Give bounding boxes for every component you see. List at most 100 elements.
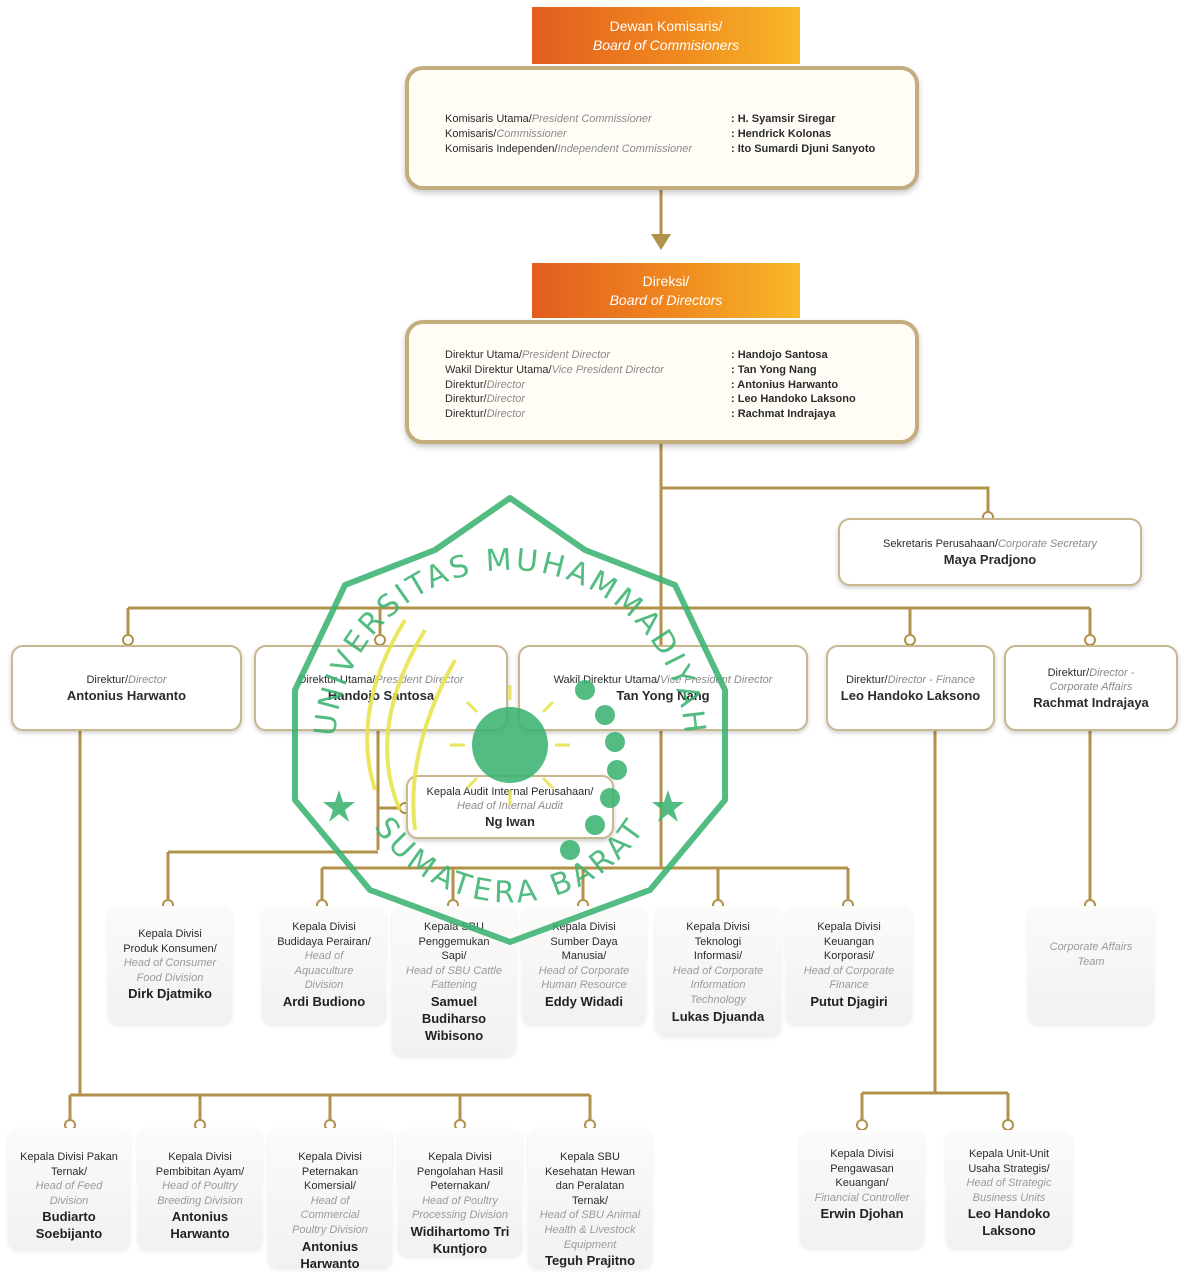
card-title-line: Kesehatan Hewan [545, 1165, 635, 1178]
card-name-line: Leo Handoko [967, 1206, 1051, 1222]
card-english-line: Head of Strategic [966, 1177, 1052, 1190]
card-english-line: Financial Controller [814, 1191, 910, 1204]
card-english-line: Poultry Division [292, 1223, 368, 1236]
card-title-line: Kepala Divisi [686, 921, 750, 933]
card-title-line: Pembibitan Ayam/ [155, 1165, 245, 1178]
card-name-line: Eddy Widadi [545, 993, 623, 1009]
commissioners-header-en: Board of Commisioners [592, 36, 740, 53]
card-english-line: Food Division [136, 971, 204, 984]
card-title-line: Kepala Divisi [168, 1151, 232, 1163]
card-english-line: Equipment [563, 1238, 617, 1251]
card-english-line: Human Resource [541, 979, 627, 992]
director-name: Antonius Harwanto [66, 687, 187, 703]
card-name-line: Laksono [982, 1223, 1036, 1239]
board-row-name: : Rachmat Indrajaya [731, 408, 836, 421]
board-row-role: Komisaris/Commissioner [445, 128, 567, 140]
card-title-line: Budidaya Perairan/ [277, 935, 371, 948]
card-english-line: Corporate Affairs [1049, 941, 1133, 953]
card-name-line: Ardi Budiono [282, 993, 366, 1009]
card-english-line: Aquaculture [294, 964, 354, 977]
board-row-role: Komisaris Independen/Independent Commiss… [445, 143, 693, 155]
card-title-line: Kepala Unit-Unit [968, 1148, 1050, 1160]
directors-header-en: Board of Directors [609, 291, 723, 308]
card-english-line: Technology [690, 993, 746, 1006]
card-title-line: Kepala Divisi [138, 928, 202, 940]
card-english-line: Division [49, 1194, 89, 1207]
card-english-line: Head of SBU Animal [539, 1209, 641, 1222]
card-title-line: Kepala SBU [560, 1151, 620, 1163]
director-name: Leo Handoko Laksono [840, 687, 981, 703]
director-name: Rachmat Indrajaya [1033, 694, 1149, 710]
directors-header: Direksi/ Board of Directors [532, 263, 800, 318]
card-title-line: Pengawasan [830, 1162, 894, 1175]
card-english-line: Head of [304, 950, 344, 963]
card-title-line: Pengolahan Hasil [416, 1165, 504, 1178]
card-english-line: Breeding Division [157, 1194, 243, 1207]
director-role-line2: Corporate Affairs [1049, 680, 1133, 693]
card-english-line: Head of Corporate [672, 964, 764, 977]
card-english-line: Head of Corporate [803, 964, 895, 977]
card-name-line: Soebijanto [35, 1226, 103, 1242]
directors-board: Direktur Utama/President Director: Hando… [405, 320, 919, 444]
card-name-line: Lukas Djuanda [671, 1008, 765, 1024]
board-row-role: Komisaris Utama/President Commissioner [445, 113, 652, 125]
card-title-line: Kepala Divisi [817, 921, 881, 933]
svg-text:SUMATERA BARAT: SUMATERA BARAT [367, 811, 653, 911]
card-title-line: Penggemukan [418, 935, 490, 948]
card-english-line: Commercial [300, 1209, 360, 1222]
internal-audit-role-en: Head of Internal Audit [457, 799, 563, 812]
card-title-line: Komersial/ [304, 1180, 356, 1193]
corporate-secretary-name: Maya Pradjono [943, 551, 1037, 567]
card-english-line: Head of SBU Cattle [406, 964, 502, 977]
director-box-finance: Direktur/Director - Finance Leo Handoko … [826, 645, 995, 731]
internal-audit-name: Ng Iwan [485, 813, 535, 829]
board-row-name: : Handojo Santosa [731, 349, 828, 361]
corporate-secretary-role: Sekretaris Perusahaan/Corporate Secretar… [883, 537, 1097, 550]
card-english-line: Head of Consumer [123, 957, 217, 970]
card-name-line: Teguh Prajitno [544, 1253, 636, 1269]
card-title-line: Kepala Divisi [298, 1151, 362, 1163]
card-title-line: Kepala Divisi [428, 1151, 492, 1163]
commissioners-header: Dewan Komisaris/ Board of Commisioners [532, 7, 800, 64]
university-stamp-watermark: UNIVERSITAS MUHAMMADIYAH SUMATERA BARAT [292, 495, 728, 945]
card-name-line: Antonius [171, 1209, 229, 1225]
card-title-line: Teknologi [694, 935, 742, 948]
director-name: Tan Yong Nang [616, 687, 710, 703]
card-name-line: Harwanto [300, 1255, 360, 1271]
card-name-line: Samuel [430, 993, 478, 1009]
card-title-line: Kepala Divisi [552, 921, 616, 933]
card-name-line: Erwin Djohan [820, 1206, 904, 1222]
card-english-line: Head of Feed [35, 1180, 103, 1193]
card-title-line: Keuangan [823, 935, 875, 948]
card-title-line: Keuangan/ [835, 1177, 889, 1190]
card-name-line: Budiarto [42, 1209, 96, 1225]
card-title-line: Manusia/ [561, 950, 607, 963]
board-row-role: Direktur/Director [445, 393, 526, 406]
down-arrow-icon [651, 234, 671, 250]
card-title-line: Kepala Divisi [292, 921, 356, 933]
card-english-line: Finance [829, 979, 869, 992]
card-title-line: Informasi/ [693, 950, 743, 963]
card-english-line: Fattening [431, 979, 477, 992]
director-box-vice-president: Wakil Direktur Utama/Vice President Dire… [518, 645, 808, 731]
card-name-line: Wibisono [424, 1027, 484, 1043]
card-title-line: Produk Konsumen/ [123, 942, 217, 955]
board-row-role: Direktur/Director [445, 378, 526, 391]
card-english-line: Information [690, 979, 746, 992]
card-title-line: Kepala Divisi Pakan [20, 1151, 118, 1163]
card-english-line: Head of [310, 1194, 350, 1207]
corporate-secretary-box: Sekretaris Perusahaan/Corporate Secretar… [838, 518, 1142, 586]
director-box-antonius: Direktur/Director Antonius Harwanto [11, 645, 242, 731]
card-name-line: Dirk Djatmiko [128, 986, 212, 1002]
card-title-line: Korporasi/ [823, 950, 875, 963]
card-title-line: Ternak/ [571, 1194, 609, 1207]
director-role: Direktur/Director - [1047, 666, 1135, 679]
commissioners-board: Komisaris Utama/President Commissioner: … [405, 66, 919, 190]
card-english-line: Head of Poultry [162, 1180, 238, 1193]
